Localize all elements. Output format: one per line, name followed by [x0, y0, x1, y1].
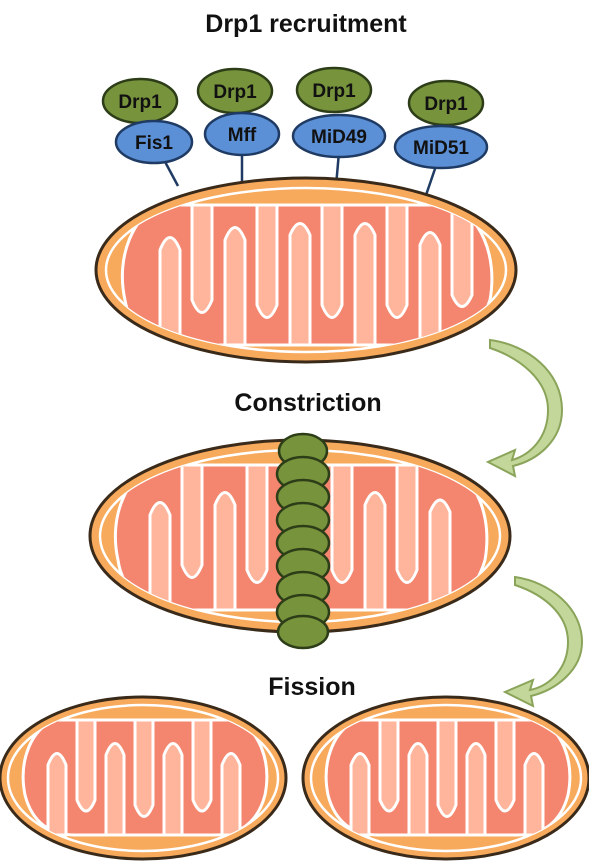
adaptor-label: Fis1: [135, 133, 173, 154]
receptor-complex-mid51: Drp1 MiD51: [395, 81, 487, 168]
title-constriction: Constriction: [234, 389, 381, 417]
receptor-complex-mff: Drp1 Mff: [198, 69, 279, 155]
receptor-complex-mid49: Drp1 MiD49: [293, 68, 385, 157]
mitochondrion-recruitment: [96, 178, 516, 362]
adaptor-label: MiD51: [413, 138, 469, 159]
drp1-constriction-ring: [277, 434, 329, 648]
mitochondrion-daughter-right: [303, 697, 589, 859]
receptor-complex-fis1: Drp1 Fis1: [103, 79, 192, 163]
adaptor-label: Mff: [228, 125, 257, 146]
mitochondrion-daughter-left: [0, 697, 286, 859]
curved-arrow-to-fission: [505, 577, 582, 706]
drp1-label: Drp1: [118, 92, 162, 113]
title-drp1-recruitment: Drp1 recruitment: [205, 10, 407, 38]
title-fission: Fission: [268, 673, 356, 701]
drp1-ring-unit: [278, 616, 328, 648]
drp1-label: Drp1: [424, 94, 468, 115]
adaptor-label: MiD49: [311, 127, 367, 148]
drp1-label: Drp1: [312, 81, 356, 102]
drp1-label: Drp1: [213, 82, 257, 103]
curved-arrow-to-constriction: [488, 340, 562, 476]
